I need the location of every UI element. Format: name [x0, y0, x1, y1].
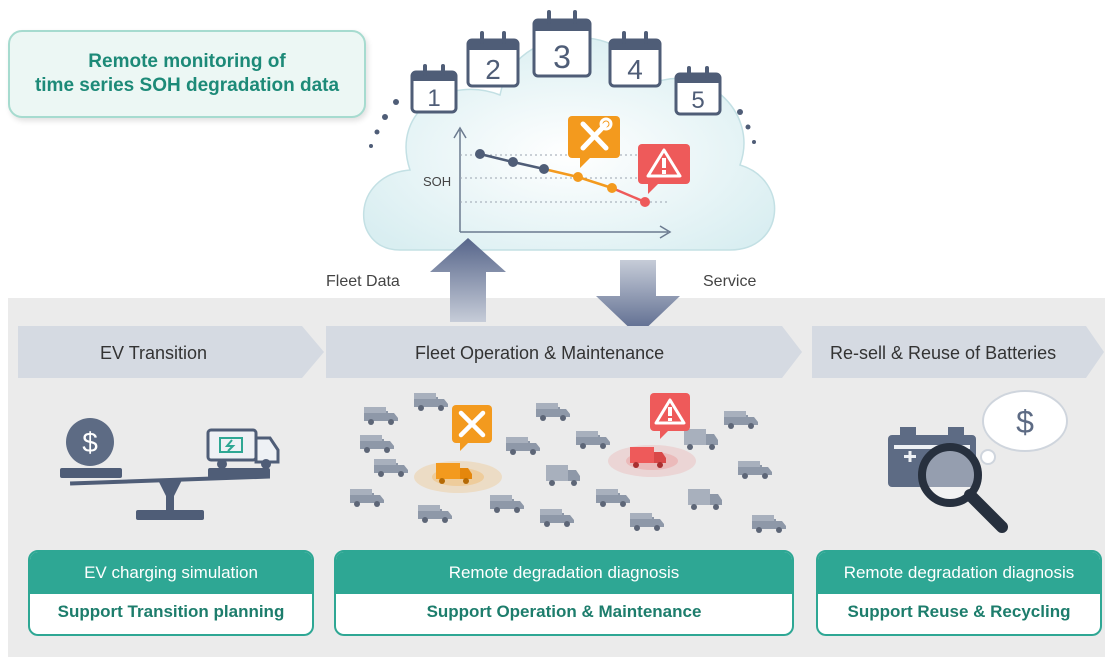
ev-truck-icon — [206, 428, 280, 469]
card-subtitle: Support Operation & Maintenance — [426, 602, 702, 621]
calendar-day: 2 — [485, 54, 501, 85]
van-icon — [576, 431, 610, 449]
tool-bubble-icon — [452, 405, 492, 451]
money-coin-icon: $ — [66, 418, 114, 466]
orange-truck-icon — [436, 463, 472, 484]
cloud-monitoring-graphic: 1 2 3 4 5 — [363, 10, 776, 251]
van-icon — [414, 393, 448, 411]
card-resell: Remote degradation diagnosis Support Reu… — [816, 550, 1102, 636]
stage-ev-transition: EV Transition — [100, 343, 208, 363]
van-icon — [724, 411, 758, 429]
truck-icon — [688, 489, 722, 510]
calendar-2-icon: 2 — [466, 31, 520, 88]
calendar-day: 3 — [553, 39, 571, 75]
van-icon — [364, 407, 398, 425]
van-icon — [630, 513, 664, 531]
dot-arcs — [369, 99, 756, 148]
card-title: Remote degradation diagnosis — [818, 552, 1100, 594]
card-subtitle: Support Transition planning — [57, 602, 285, 621]
truck-icon — [684, 429, 718, 450]
ev-transition-illustration: $ — [60, 418, 280, 520]
truck-icon — [546, 465, 580, 486]
calendar-day: 5 — [691, 87, 704, 114]
warning-bubble-icon — [650, 393, 690, 439]
calendar-day: 1 — [427, 85, 440, 112]
van-icon — [536, 403, 570, 421]
chevron-resell — [812, 326, 1104, 378]
calendar-4-icon: 4 — [608, 31, 662, 88]
calendar-day: 4 — [627, 54, 643, 85]
service-down-arrow — [596, 260, 680, 336]
van-icon — [490, 495, 524, 513]
monitoring-callout: Remote monitoring of time series SOH deg… — [8, 30, 366, 118]
card-fleet-operation: Remote degradation diagnosis Support Ope… — [334, 550, 794, 636]
van-icon — [738, 461, 772, 479]
fleet-data-label: Fleet Data — [326, 273, 400, 290]
thought-bubble-icon: $ — [969, 390, 1068, 474]
fleet-data-up-arrow — [430, 238, 506, 322]
card-ev-transition: EV charging simulation Support Transitio… — [28, 550, 314, 636]
svg-text:$: $ — [1016, 404, 1034, 440]
soh-axis-label: SOH — [423, 174, 451, 189]
stage-chevrons — [18, 326, 1104, 378]
warning-icon — [638, 144, 690, 194]
van-icon — [374, 459, 408, 477]
balance-scale-icon — [60, 468, 271, 520]
magnifier-icon — [918, 443, 1008, 533]
chevron-fleet-operation — [326, 326, 802, 378]
van-icon — [350, 489, 384, 507]
stage-fleet-operation: Fleet Operation & Maintenance — [415, 343, 665, 363]
card-title: EV charging simulation — [30, 552, 312, 594]
card-title: Remote degradation diagnosis — [336, 552, 792, 594]
calendar-1-icon: 1 — [410, 64, 458, 114]
van-icon — [540, 509, 574, 527]
stage-resell: Re-sell & Reuse of Batteries — [830, 343, 1057, 363]
van-icon — [596, 489, 630, 507]
van-icon — [506, 437, 540, 455]
service-label: Service — [703, 273, 757, 290]
calendar-5-icon: 5 — [674, 66, 722, 116]
calendar-3-icon: 3 — [532, 10, 592, 78]
resell-illustration: $ — [888, 390, 1068, 533]
van-icon — [360, 435, 394, 453]
van-icon — [418, 505, 452, 523]
flow-arrows — [430, 238, 680, 336]
callout-text: Remote monitoring of time series SOH deg… — [34, 51, 340, 96]
van-icon — [752, 515, 786, 533]
chevron-ev-transition — [18, 326, 324, 378]
fleet-illustration — [350, 393, 786, 533]
red-truck-icon — [630, 447, 666, 468]
svg-text:$: $ — [82, 427, 98, 458]
card-subtitle: Support Reuse & Recycling — [847, 602, 1071, 621]
tool-icon — [568, 116, 620, 168]
soh-chart: SOH — [423, 126, 672, 239]
